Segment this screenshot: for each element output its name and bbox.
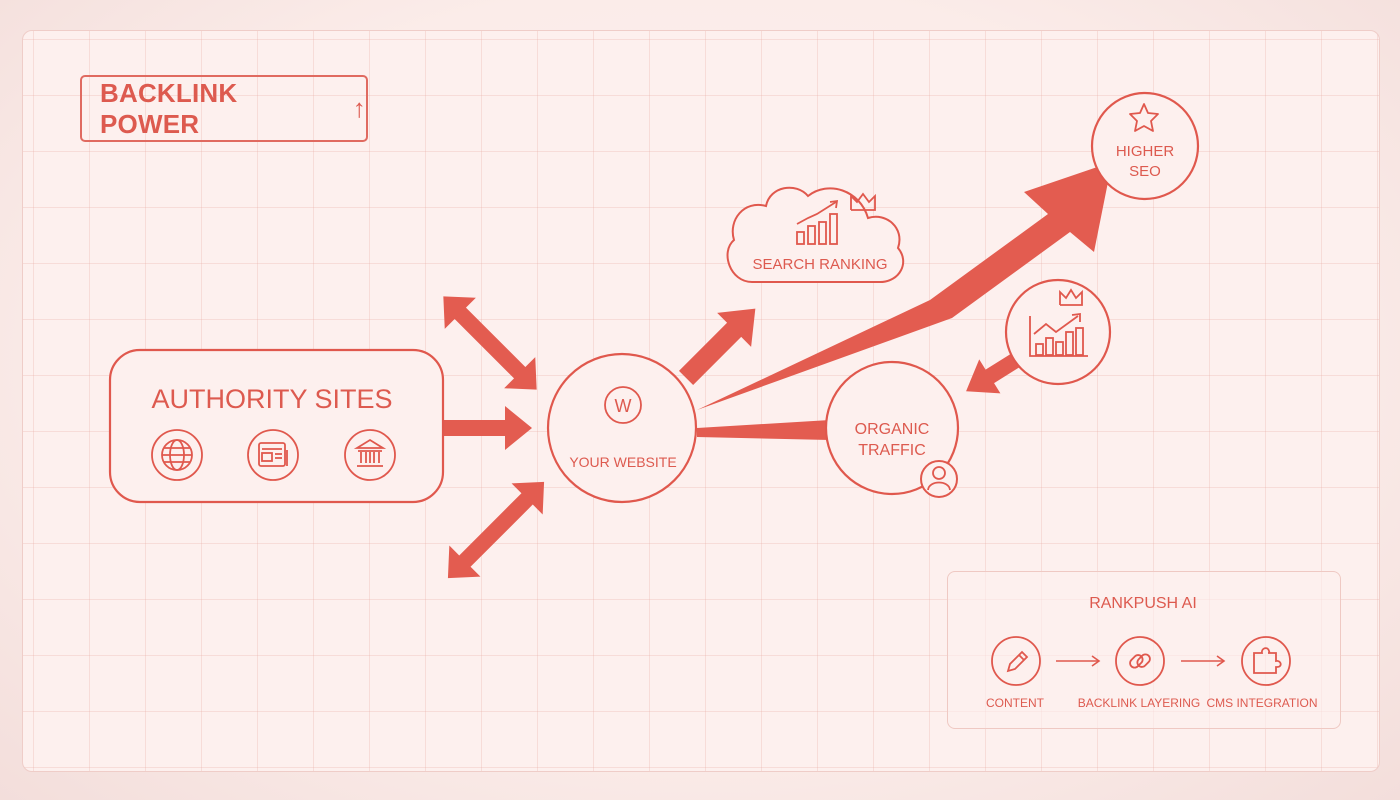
- pencil-icon: [991, 636, 1041, 686]
- double-arrow-upper: [443, 296, 537, 390]
- higher-seo-line2: SEO: [1129, 163, 1161, 180]
- bank-icon: [344, 429, 396, 481]
- website-glyph: W: [615, 396, 632, 416]
- double-arrow-lower: [447, 481, 545, 579]
- search-ranking-label: SEARCH RANKING: [752, 256, 887, 273]
- step-cms-label: CMS INTEGRATION: [1206, 696, 1317, 710]
- bar-chart-icon: [796, 199, 839, 245]
- globe-icon: [151, 429, 203, 481]
- badge-label: BACKLINK POWER: [100, 77, 238, 139]
- news-icon: [247, 429, 299, 481]
- your-website-node: W YOUR WEBSITE: [546, 352, 698, 504]
- step-arrow-2: [1181, 655, 1226, 667]
- organic-traffic-node: ORGANIC TRAFFIC: [824, 360, 960, 498]
- arrow-authority-to-website: [443, 406, 532, 450]
- organic-line1: ORGANIC: [855, 421, 930, 438]
- growth-node: [1004, 278, 1112, 386]
- link-icon: [1115, 636, 1165, 686]
- rankpush-title: RANKPUSH AI: [1089, 595, 1197, 612]
- higher-seo-node: HIGHER SEO: [1090, 91, 1200, 201]
- rankpush-content: RANKPUSH AI CONTENT BACKLINK LAYERING: [986, 595, 1318, 710]
- search-ranking-cloud: SEARCH RANKING: [726, 186, 905, 283]
- user-icon: [920, 460, 958, 498]
- wordpress-icon: [604, 386, 642, 424]
- arrow-to-higher-seo: [697, 162, 1112, 410]
- authority-title: AUTHORITY SITES: [151, 384, 392, 414]
- star-icon: [1129, 103, 1159, 132]
- website-label: YOUR WEBSITE: [569, 454, 676, 470]
- crown-icon: [850, 192, 876, 211]
- organic-line2: TRAFFIC: [858, 442, 926, 459]
- step-arrow-1: [1056, 655, 1101, 667]
- up-arrow-icon: ↑: [352, 93, 366, 123]
- crown-icon: [1059, 288, 1083, 306]
- backlink-power-badge: BACKLINK POWER ↑: [80, 75, 368, 142]
- puzzle-icon: [1241, 636, 1291, 686]
- higher-seo-line1: HIGHER: [1116, 143, 1175, 160]
- step-backlink-label: BACKLINK LAYERING: [1078, 696, 1200, 710]
- connection-arrows: [443, 162, 1112, 579]
- rankpush-panel: [947, 571, 1341, 729]
- step-content-label: CONTENT: [986, 696, 1045, 710]
- arrow-to-search-ranking: [678, 308, 756, 386]
- growth-chart-icon: [1029, 312, 1088, 357]
- arrow-to-organic-traffic: [697, 420, 830, 440]
- authority-sites-box: AUTHORITY SITES: [108, 348, 445, 504]
